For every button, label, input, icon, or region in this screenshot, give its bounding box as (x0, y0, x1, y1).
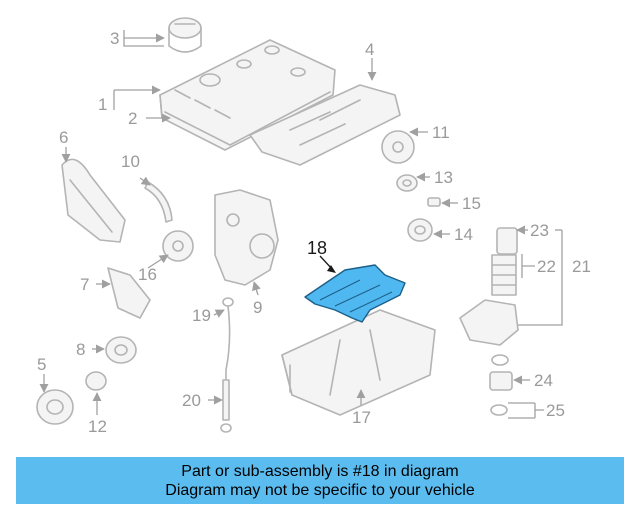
callout-22: 22 (537, 257, 556, 276)
oil-pan (281, 309, 436, 416)
caption-banner: Part or sub-assembly is #18 in diagram D… (16, 457, 624, 504)
callout-15: 15 (462, 194, 481, 213)
callout-6: 6 (59, 128, 68, 147)
crankshaft-pulley (36, 389, 74, 425)
engine-cover (249, 84, 401, 166)
guide-rail (144, 181, 173, 223)
callout-14: 14 (454, 225, 473, 244)
callout-24: 24 (534, 371, 553, 390)
front-cover (214, 189, 279, 286)
callout-5: 5 (37, 355, 46, 374)
oil-filter-assembly (459, 227, 519, 416)
caption-line-2: Diagram may not be specific to your vehi… (165, 481, 475, 499)
callout-2: 2 (128, 109, 137, 128)
callout-18: 18 (307, 238, 327, 258)
bracket (107, 267, 151, 319)
callout-13: 13 (434, 168, 453, 187)
callout-9: 9 (253, 298, 262, 317)
callout-21: 21 (572, 257, 591, 276)
gear (85, 371, 107, 391)
callout-11: 11 (432, 123, 450, 142)
valve-cover (159, 39, 336, 151)
camshaft-sprocket (381, 130, 415, 164)
oil-filler-cap (168, 17, 202, 53)
callout-19: 19 (192, 306, 211, 325)
dipstick (220, 297, 234, 433)
callout-4: 4 (365, 40, 374, 59)
callout-25: 25 (546, 401, 565, 420)
callout-23: 23 (530, 221, 549, 240)
bolt (427, 197, 441, 207)
callout-12: 12 (88, 417, 107, 436)
tensioner-pulley (407, 218, 433, 242)
callout-3: 3 (110, 29, 119, 48)
callout-7: 7 (80, 275, 89, 294)
oil-baffle-highlighted (304, 264, 406, 323)
leader-lines (39, 30, 563, 419)
callout-8: 8 (76, 340, 85, 359)
seal (396, 174, 418, 192)
callout-1: 1 (98, 95, 107, 114)
callout-10: 10 (121, 152, 140, 171)
caption-line-1: Part or sub-assembly is #18 in diagram (181, 462, 459, 480)
parts-diagram: 1 2 3 4 5 6 7 8 9 10 11 12 13 14 15 16 1… (36, 17, 591, 436)
callout-16: 16 (138, 265, 157, 284)
callout-17: 17 (352, 408, 371, 427)
timing-belt-cover (61, 158, 126, 243)
callout-20: 20 (182, 391, 201, 410)
crankshaft-sprocket (162, 230, 194, 262)
oil-pump (105, 336, 137, 364)
